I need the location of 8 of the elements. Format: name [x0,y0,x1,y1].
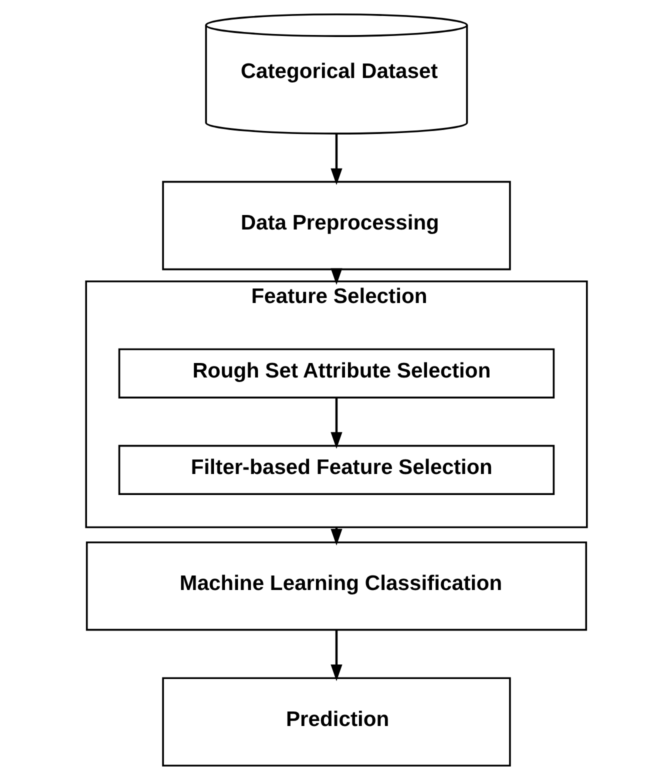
arrow [330,630,342,682]
node-box: Filter-based Feature Selection [118,444,554,495]
arrow [330,528,342,546]
arrow [330,134,342,185]
arrow [330,398,342,449]
node-box: Rough Set Attribute Selection [118,348,554,398]
node-box: Prediction [162,677,510,766]
node-box: Machine Learning Classification [85,541,587,631]
